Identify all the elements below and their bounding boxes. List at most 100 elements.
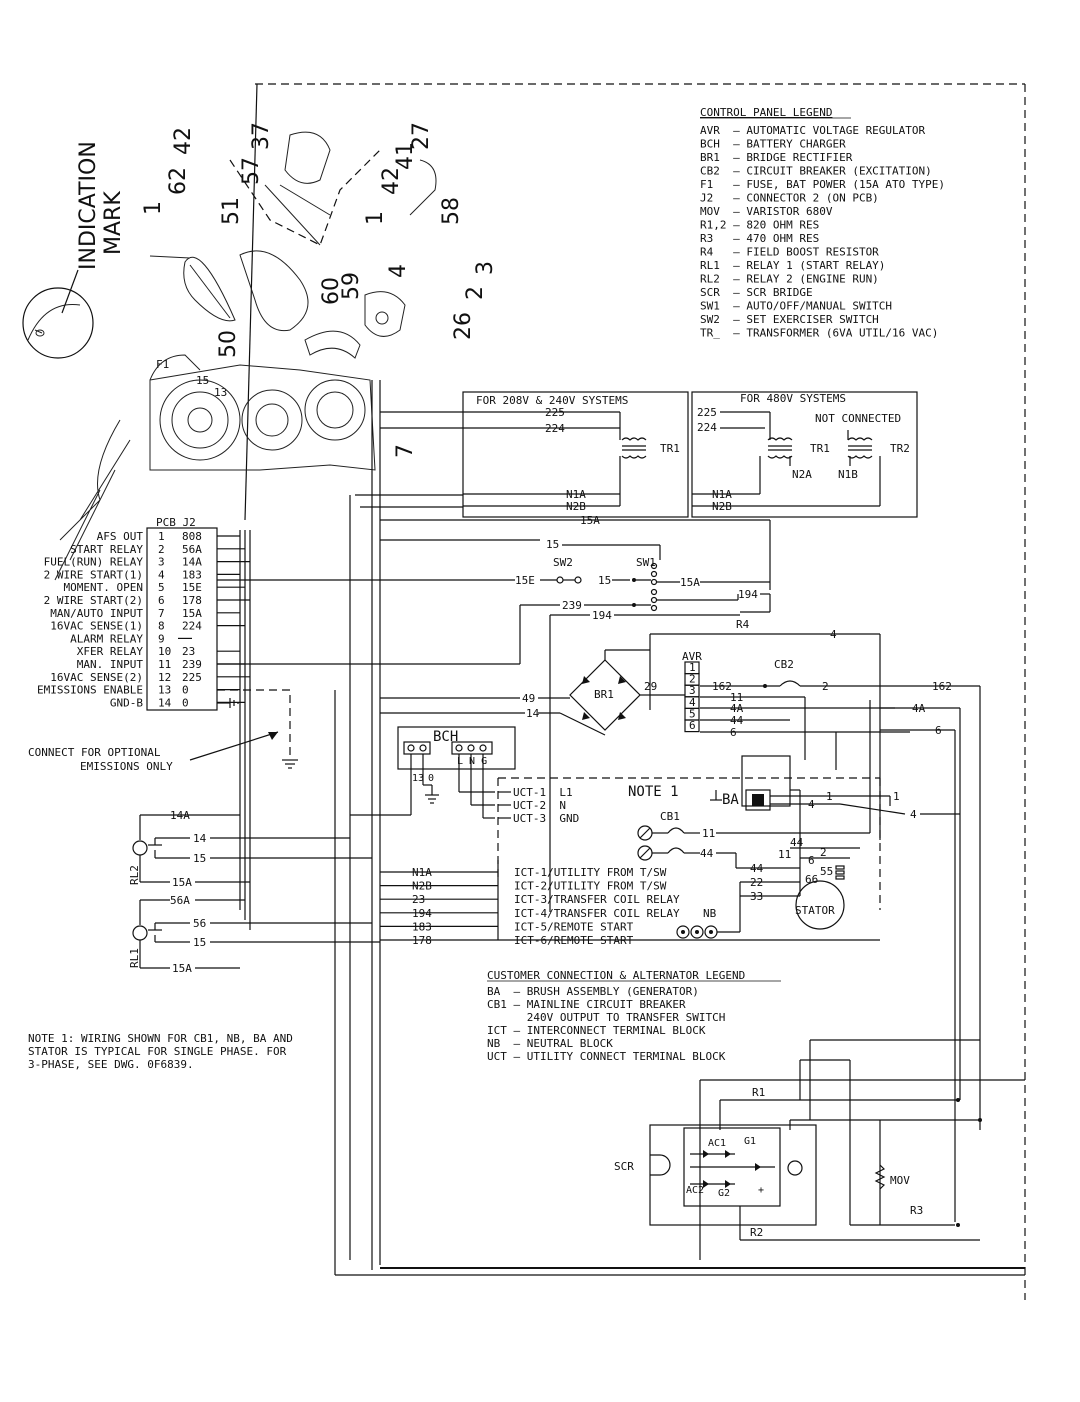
part-51: 51 bbox=[219, 197, 244, 225]
part-62: 62 bbox=[166, 167, 191, 195]
pcb-pin-number: 6 bbox=[158, 594, 165, 607]
wire-6-right: 6 bbox=[935, 724, 942, 737]
legend-item: R1,2 — 820 OHM RES bbox=[700, 219, 819, 232]
note-line: STATOR IS TYPICAL FOR SINGLE PHASE. FOR bbox=[28, 1045, 287, 1058]
pcb-pin-wire: 0 bbox=[182, 684, 189, 697]
avr-label: AVR bbox=[682, 650, 702, 663]
label-f1: F1 bbox=[156, 358, 169, 371]
rl1-15: 15 bbox=[193, 936, 206, 949]
wire-15-sw: 15 bbox=[598, 574, 611, 587]
bridge-rectifier-br1: BR1 29 49 14 bbox=[380, 649, 685, 736]
scr-g2: G2 bbox=[718, 1188, 730, 1199]
pcb-pin-label: ALARM RELAY bbox=[70, 632, 143, 645]
ba-label: BA bbox=[722, 792, 739, 808]
sys480-n1a: N1A bbox=[712, 488, 732, 501]
cb1-label: CB1 bbox=[660, 810, 680, 823]
nb-label: NB bbox=[703, 907, 717, 920]
legend-item: RL2 — RELAY 2 (ENGINE RUN) bbox=[700, 273, 879, 286]
part-1b: 1 bbox=[363, 211, 388, 225]
sys480-tr2: TR2 bbox=[890, 442, 910, 455]
legend-item: J2 — CONNECTOR 2 (ON PCB) bbox=[700, 192, 879, 205]
ict-terminal: ICT-1/UTILITY FROM T/SW bbox=[514, 866, 667, 879]
legend-item: RL1 — RELAY 1 (START RELAY) bbox=[700, 259, 885, 272]
rl2-coil-icon bbox=[132, 840, 148, 856]
ba-wire-4: 4 bbox=[808, 798, 815, 811]
br1-label: BR1 bbox=[594, 688, 614, 701]
bch-label: BCH bbox=[433, 729, 458, 745]
legend-item: SW2 — SET EXERCISER SWITCH bbox=[700, 313, 879, 326]
r1-label: R1 bbox=[752, 1086, 765, 1099]
rl1-label: RL1 bbox=[128, 948, 141, 968]
avr-pin: 4 bbox=[689, 696, 696, 709]
wire-14: 14 bbox=[526, 707, 540, 720]
stator-2: 2 bbox=[820, 846, 827, 859]
rl1-56a: 56A bbox=[170, 894, 190, 907]
harness-wires bbox=[239, 380, 1025, 1276]
note-1-text: NOTE 1: WIRING SHOWN FOR CB1, NB, BA AND… bbox=[28, 1032, 293, 1071]
legend-item: SW1 — AUTO/OFF/MANUAL SWITCH bbox=[700, 300, 892, 313]
pcb-pin-wire: 183 bbox=[182, 568, 202, 581]
uct-terminal: UCT-1 L1 bbox=[513, 786, 573, 799]
pcb-pin-number: 10 bbox=[158, 645, 171, 658]
ict-wire: 194 bbox=[412, 907, 432, 920]
legend-item: SCR — SCR BRIDGE bbox=[700, 286, 813, 299]
sys208-n2b: N2B bbox=[566, 500, 586, 513]
legend-item: TR_ — TRANSFORMER (6VA UTIL/16 VAC) bbox=[700, 327, 938, 340]
stator-44: 44 bbox=[790, 836, 804, 849]
scr-ac2: AC2 bbox=[686, 1185, 704, 1196]
pcb-pin-label: XFER RELAY bbox=[77, 645, 144, 658]
pcb-pin-number: 5 bbox=[158, 581, 165, 594]
mark-label: MARK bbox=[101, 191, 126, 255]
pcb-pin-wire: 239 bbox=[182, 658, 202, 671]
pcb-pin-wire: 224 bbox=[182, 620, 202, 633]
r3-label: R3 bbox=[910, 1204, 923, 1217]
customer-legend-item: CB1 — MAINLINE CIRCUIT BREAKER bbox=[487, 998, 686, 1011]
wire-15a-sw1: 15A bbox=[680, 576, 700, 589]
ba-wire-4b: 4 bbox=[910, 808, 917, 821]
indication-mark: INDICATION MARK bbox=[22, 141, 126, 359]
pcb-pin-label: MAN. INPUT bbox=[77, 658, 144, 671]
ict-terminal: ICT-3/TRANSFER COIL RELAY bbox=[514, 893, 680, 906]
wire-2-cb2: 2 bbox=[822, 680, 829, 693]
wire-4a-right: 4A bbox=[912, 702, 926, 715]
sw2-label: SW2 bbox=[553, 556, 573, 569]
legend-item: BR1 — BRIDGE RECTIFIER bbox=[700, 151, 853, 164]
scr-ac1: AC1 bbox=[708, 1138, 726, 1149]
wire-15a-top: 15A bbox=[580, 514, 600, 527]
ba-wire-1b: 1 bbox=[893, 790, 900, 803]
wire-11-avr: 11 bbox=[730, 691, 743, 704]
wire-15-upper: 15 bbox=[546, 538, 559, 551]
stator-6: 6 bbox=[808, 854, 815, 867]
customer-legend-item: 240V OUTPUT TO TRANSFER SWITCH bbox=[487, 1011, 725, 1024]
wire-15e: 15E bbox=[515, 574, 535, 587]
pcb-pin-number: 12 bbox=[158, 671, 171, 684]
customer-legend-item: ICT — INTERCONNECT TERMINAL BLOCK bbox=[487, 1024, 706, 1037]
legend-item: R4 — FIELD BOOST RESISTOR bbox=[700, 246, 879, 259]
part-60: 60 bbox=[319, 277, 344, 305]
sys480-title: FOR 480V SYSTEMS bbox=[740, 392, 846, 405]
sys480-n1b: N1B bbox=[838, 468, 858, 481]
part-42b: 42 bbox=[379, 167, 404, 195]
stator-66: 66 bbox=[805, 873, 818, 886]
customer-legend: CUSTOMER CONNECTION & ALTERNATOR LEGEND … bbox=[487, 969, 781, 1063]
wire-44-avr: 44 bbox=[730, 714, 744, 727]
stator-55: 55 bbox=[820, 865, 833, 878]
customer-legend-item: NB — NEUTRAL BLOCK bbox=[487, 1037, 613, 1050]
sys480-n2a: N2A bbox=[792, 468, 812, 481]
note-line: NOTE 1: WIRING SHOWN FOR CB1, NB, BA AND bbox=[28, 1032, 293, 1045]
wire-4a-avr: 4A bbox=[730, 702, 744, 715]
avr-pin: 5 bbox=[689, 707, 696, 720]
pcb-pin-label: MOMENT. OPEN bbox=[64, 581, 143, 594]
stator-11: 11 bbox=[778, 848, 791, 861]
pcb-pin-wire: 15E bbox=[182, 581, 202, 594]
sys480-225: 225 bbox=[697, 406, 717, 419]
wire-194-sw1: 194 bbox=[738, 588, 758, 601]
part-37: 37 bbox=[249, 122, 274, 150]
rl1-15a: 15A bbox=[172, 962, 192, 975]
emissions-note: CONNECT FOR OPTIONAL EMISSIONS ONLY bbox=[28, 689, 298, 773]
part-41: 41 bbox=[393, 142, 418, 170]
scr-section: R1 SCR AC1 G1 AC2 G2 + MOV R3 R2 bbox=[614, 1039, 1025, 1260]
pcb-pin-label: AFS OUT bbox=[97, 530, 144, 543]
